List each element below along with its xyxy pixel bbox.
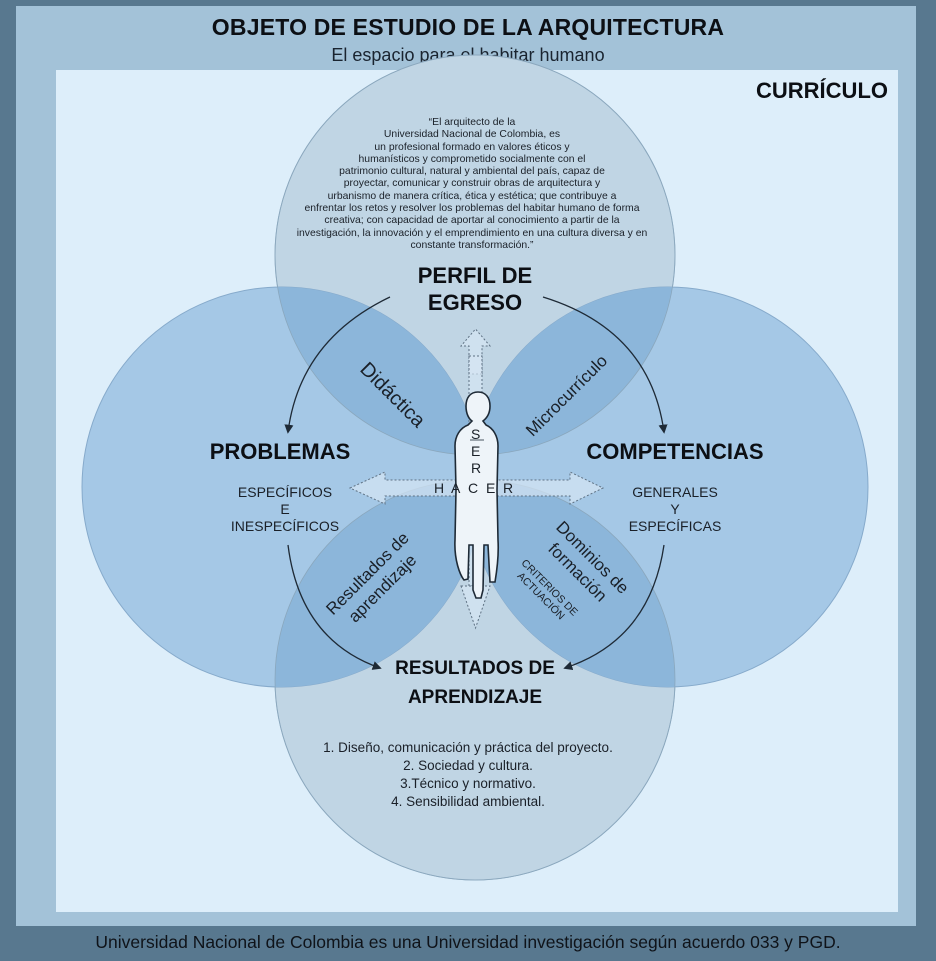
didactica-lens [275,287,482,455]
competencias-title: COMPETENCIAS [586,439,764,464]
problemas-subtitle: ESPECÍFICOS E INESPECÍFICOS [230,484,340,534]
list-item: 4. Sensibilidad ambiental. [391,794,545,809]
hacer-letter: E [486,480,496,496]
arrow-perfil-to-problemas [284,296,391,434]
arrow-problemas-to-resultados [287,544,382,670]
resultados-title: RESULTADOS DE APRENDIZAJE [395,658,555,708]
footer-text: Universidad Nacional de Colombia es una … [95,932,841,952]
problemas-title: PROBLEMAS [209,439,351,464]
ser-letter: S [471,426,481,442]
hacer-letter: C [468,480,479,496]
list-item: 1. Diseño, comunicación y práctica del p… [323,740,613,755]
ser-letter: R [471,460,482,476]
perfil-title: PERFIL DE EGRESO [417,263,533,315]
resultados-list: 1. Diseño, comunicación y práctica del p… [282,739,654,811]
hacer-letter: A [451,480,461,496]
page-title: OBJETO DE ESTUDIO DE LA ARQUITECTURA [211,14,725,40]
hacer-letter: H [434,480,445,496]
microcurriculo-lens [468,287,675,455]
hacer-letter: R [503,480,514,496]
arrow-perfil-to-competencias [542,296,668,434]
list-item: 2. Sociedad y cultura. [403,758,533,773]
curriculo-label: CURRÍCULO [756,78,888,103]
ser-letter: E [471,443,481,459]
arrow-competencias-to-resultados [563,544,665,671]
perfil-quote: “El arquitecto de la Universidad Naciona… [296,117,648,251]
competencias-subtitle: GENERALES Y ESPECÍFICAS [628,484,722,534]
list-item: 3.Técnico y normativo. [400,776,536,791]
human-silhouette [454,391,500,599]
